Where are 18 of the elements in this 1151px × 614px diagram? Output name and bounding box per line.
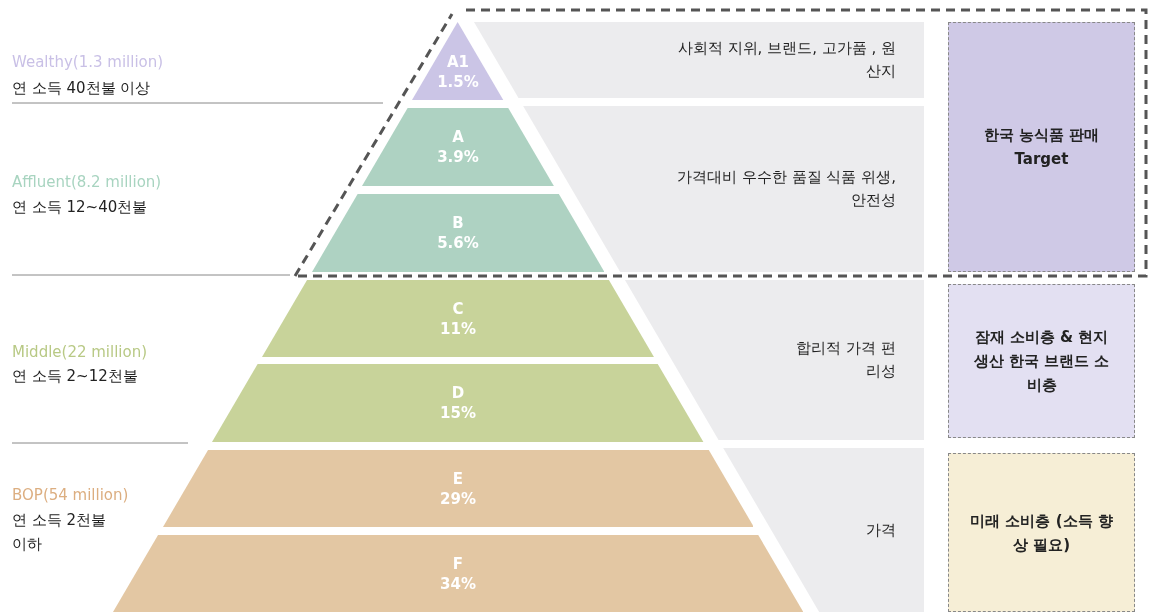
- description-band: 가격대비 우수한 품질 식품 위생, 안전성: [523, 106, 924, 272]
- segment-label: BOP(54 million): [12, 485, 129, 506]
- pyramid-tier: E 29%: [162, 450, 754, 527]
- target-box: 미래 소비층 (소득 향상 필요): [948, 453, 1135, 612]
- target-box: 한국 농식품 판매 Target: [948, 22, 1135, 272]
- segment-label: Affluent(8.2 million): [12, 172, 162, 193]
- income-label: 연 소득 2~12천불: [12, 366, 138, 387]
- pyramid-tier: A 3.9%: [362, 108, 554, 186]
- pyramid-tier: F 34%: [112, 535, 804, 612]
- income-label: 연 소득 40천불 이상: [12, 78, 151, 99]
- income-label: 연 소득 12~40천불: [12, 197, 148, 218]
- segment-label: Wealthy(1.3 million): [12, 52, 164, 73]
- pyramid-tier: C 11%: [262, 280, 654, 357]
- segment-label: Middle(22 million): [12, 342, 148, 363]
- target-box: 잠재 소비층 & 현지 생산 한국 브랜드 소비층: [948, 284, 1135, 438]
- pyramid-tier: B 5.6%: [311, 194, 605, 272]
- income-label: 연 소득 2천불 이하: [12, 510, 108, 555]
- pyramid-tier: D 15%: [212, 364, 704, 442]
